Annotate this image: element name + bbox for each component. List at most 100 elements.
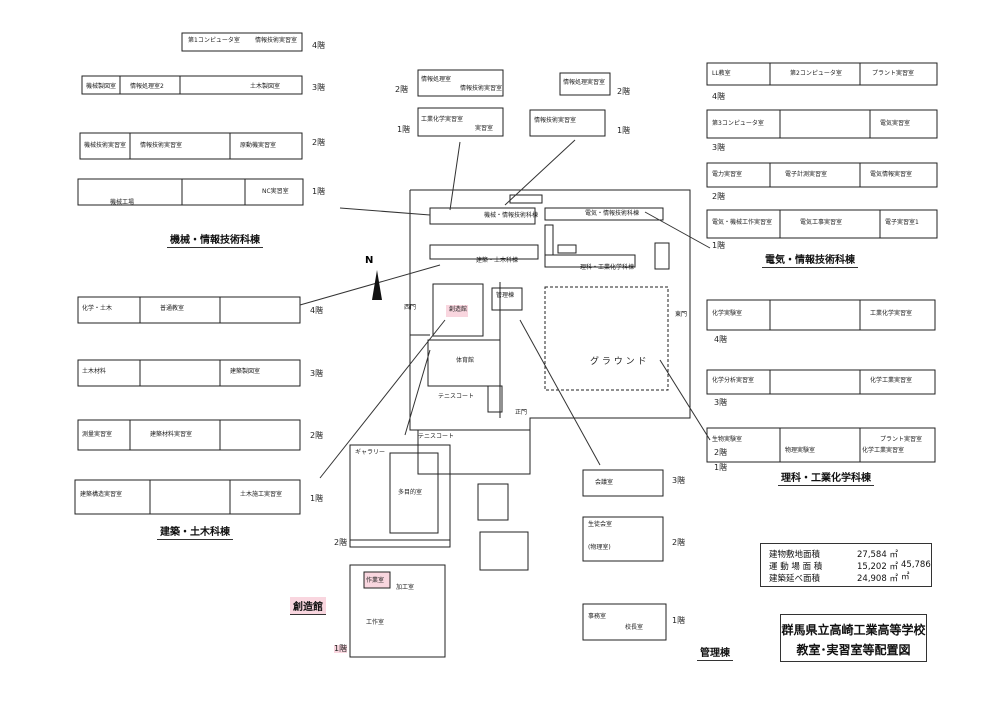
room-label: 化学工業実習室 [870,377,913,384]
room-label: 電子実習室1 [885,219,919,226]
title-box: 群馬県立高崎工業高等学校 教室･実習室等配置図 [780,614,927,662]
machine-building-tag: 機械・情報技術科棟 [484,212,539,219]
room-label: 情報技術実習室 [460,85,503,92]
plan-subtitle: 教室･実習室等配置図 [796,643,911,657]
electric-building-tag: 電気・情報技術科棟 [585,210,640,217]
room-label: 電気工事実習室 [800,219,843,226]
floor-label: 3階 [714,398,728,407]
room-label: 工業化学実習室 [421,116,464,123]
room-label: 工作室 [366,619,385,626]
room-label: 原動機実習室 [240,142,277,149]
gym-label: 体育館 [456,357,475,364]
east-gate-label: 東門 [675,311,688,318]
room-label: 電子計測実習室 [785,171,828,178]
room-label: 土木材料 [82,368,107,375]
room-label: 作業室 [366,577,385,584]
science-building-tag: 理科・工業化学科棟 [580,264,635,271]
room-label: NC実習室 [262,188,289,195]
front-gate-label: 正門 [515,409,528,416]
machine-wing-title: 機械・情報技術科棟 [167,230,263,248]
floor-label: 1階 [712,241,726,250]
floor-label: 2階 [672,538,686,547]
room-label: 化学実験室 [712,310,743,317]
floor-area-value: 24,908 ㎡ [857,574,898,584]
room-label: 多目的室 [398,489,423,496]
room-label: LL教室 [712,70,731,77]
floor-label: 1階 [714,463,728,472]
floor-label: 2階 [334,538,348,547]
floor-area-label: 建築延べ面積 [769,574,821,584]
room-label: 物理実験室 [785,447,816,454]
room-label: 機械製図室 [86,83,117,90]
room-label: プラント実習室 [880,436,923,443]
floor-label: 2階 [310,431,324,440]
room-label: 建築製図室 [230,368,261,375]
room-label: 第2コンピュータ室 [790,70,842,77]
floor-label: 1階 [312,187,326,196]
room-label: 情報処理室2 [130,83,164,90]
floor-label: 2階 [714,448,728,457]
room-label: 土木施工実習室 [240,491,283,498]
sozokan-title: 創造館 [290,597,326,615]
floor-label: 4階 [312,41,326,50]
room-label: 建築構造実習室 [80,491,123,498]
floor-label: 2階 [395,85,409,94]
room-label: (物理室) [588,544,611,551]
room-label: 機械技術実習室 [84,142,127,149]
sozokan-map-tag: 創造館 [449,306,468,313]
room-label: 第3コンピュータ室 [712,120,764,127]
ground-label: グ ラ ウ ン ド [590,357,647,367]
room-label: 化学分析実習室 [712,377,755,384]
floor-label: 2階 [312,138,326,147]
floor-label: 3階 [672,476,686,485]
room-label: 情報処理実習室 [563,79,606,86]
floor-label: 1階 [672,616,686,625]
ground-area-label: 運 動 場 面 積 [769,562,823,572]
room-label: 情報技術実習室 [534,117,577,124]
floor-label: 1階 [617,126,631,135]
room-label: 生徒会室 [588,521,613,528]
room-label: 情報技術実習室 [140,142,183,149]
room-label: 校長室 [625,624,644,631]
room-label: 電気・機械工作実習室 [712,219,773,226]
room-label: ギャラリー [355,449,386,456]
floor-label: 4階 [310,306,324,315]
floor-label: 2階 [617,87,631,96]
floor-label: 3階 [712,143,726,152]
room-label: 化学工業実習室 [862,447,905,454]
room-label: 工業化学実習室 [870,310,913,317]
school-name: 群馬県立高崎工業高等学校 [781,623,926,637]
room-label: 電気実習室 [880,120,911,127]
site-area-value: 27,584 ㎡ [857,550,898,560]
floor-label: 4階 [712,92,726,101]
floor-label: 1階 [397,125,411,134]
arch-building-tag: 建築・土木科棟 [476,257,519,264]
room-label: 事務室 [588,613,607,620]
tennis-court-label: テニスコート [418,433,455,440]
room-label: 建築材料実習室 [150,431,193,438]
room-label: 土木製図室 [250,83,281,90]
science-wing-title: 理科・工業化学科棟 [778,468,874,486]
floor-label: 4階 [714,335,728,344]
room-label: 機械工場 [110,199,135,206]
room-label: 生物実験室 [712,436,743,443]
admin-building-tag: 管理棟 [496,292,515,299]
west-gate-label: 西門 [404,304,417,311]
electric-wing-title: 電気・情報技術科棟 [762,250,858,268]
floor-label: 3階 [312,83,326,92]
site-area-label: 建物敷地面積 [769,550,821,560]
room-label: 加工室 [396,584,415,591]
north-label: N [365,255,374,266]
room-label: 第1コンピュータ室 [188,37,240,44]
total-area-value: 45,786 ㎡ [901,560,931,582]
room-label: 普通教室 [160,305,185,312]
room-label: 情報処理室 [421,76,452,83]
room-label: 電気情報実習室 [870,171,913,178]
floor-label: 1階 [334,644,348,653]
room-label: 電力実習室 [712,171,743,178]
architecture-wing-title: 建築・土木科棟 [157,522,233,540]
room-label: プラント実習室 [872,70,915,77]
admin-title: 管理棟 [697,643,733,661]
